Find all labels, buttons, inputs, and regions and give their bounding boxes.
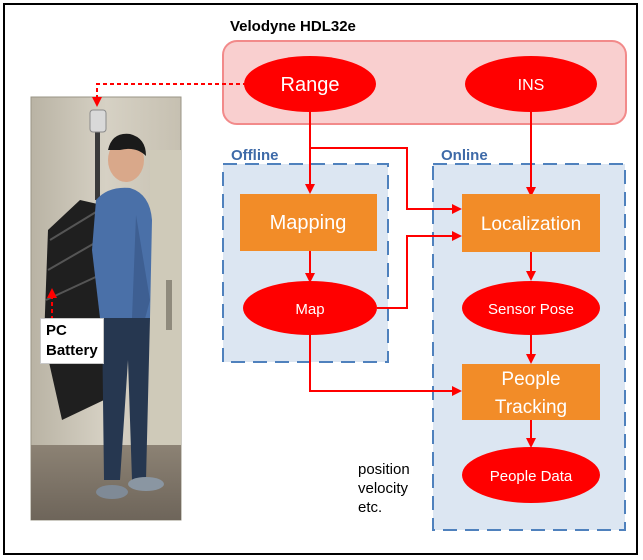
backpack-frame: [44, 200, 104, 420]
person-shoe-right: [128, 477, 164, 491]
node-people-tracking-label-2: Tracking: [495, 397, 567, 418]
node-mapping: [240, 194, 377, 251]
node-map-label: Map: [295, 301, 324, 318]
pc-battery-label: PC Battery: [40, 318, 104, 364]
connectors: [92, 83, 536, 448]
connector-map-localization: [377, 231, 462, 309]
node-sensor-pose: [462, 281, 600, 335]
sensor-title: Velodyne HDL32e: [230, 18, 356, 35]
output-note-line-1: position: [358, 461, 410, 478]
figure-frame: [3, 3, 638, 555]
person-photo: [30, 96, 182, 521]
group-label-offline: Offline: [231, 147, 279, 164]
connector-map-tracking: [309, 334, 462, 396]
node-mapping-label: Mapping: [270, 212, 347, 234]
node-people-data: [462, 447, 600, 503]
node-range: [244, 56, 376, 112]
door-panel: [150, 150, 181, 470]
output-note-line-2: velocity: [358, 480, 409, 497]
node-map: [243, 281, 377, 335]
node-ins-label: INS: [518, 77, 545, 94]
connector-range-localization: [310, 147, 462, 214]
connector-range-to-pc: [92, 83, 247, 107]
node-people-tracking-label-1: People: [501, 369, 560, 390]
node-ins: [465, 56, 597, 112]
sensor-mast: [95, 130, 100, 200]
person-legs: [102, 318, 150, 480]
node-localization-label: Localization: [481, 214, 581, 235]
node-people-tracking: [462, 364, 600, 420]
person-shoe-left: [96, 485, 128, 499]
output-note-line-3: etc.: [358, 499, 382, 516]
pc-label: PC: [46, 322, 67, 339]
door-handle: [166, 280, 172, 330]
lidar-sensor: [89, 109, 107, 133]
node-sensor-pose-label: Sensor Pose: [488, 301, 574, 318]
battery-label: Battery: [46, 342, 98, 359]
node-localization: [462, 194, 600, 252]
group-label-online: Online: [441, 147, 488, 164]
node-people-data-label: People Data: [490, 468, 573, 485]
node-range-label: Range: [281, 74, 340, 96]
